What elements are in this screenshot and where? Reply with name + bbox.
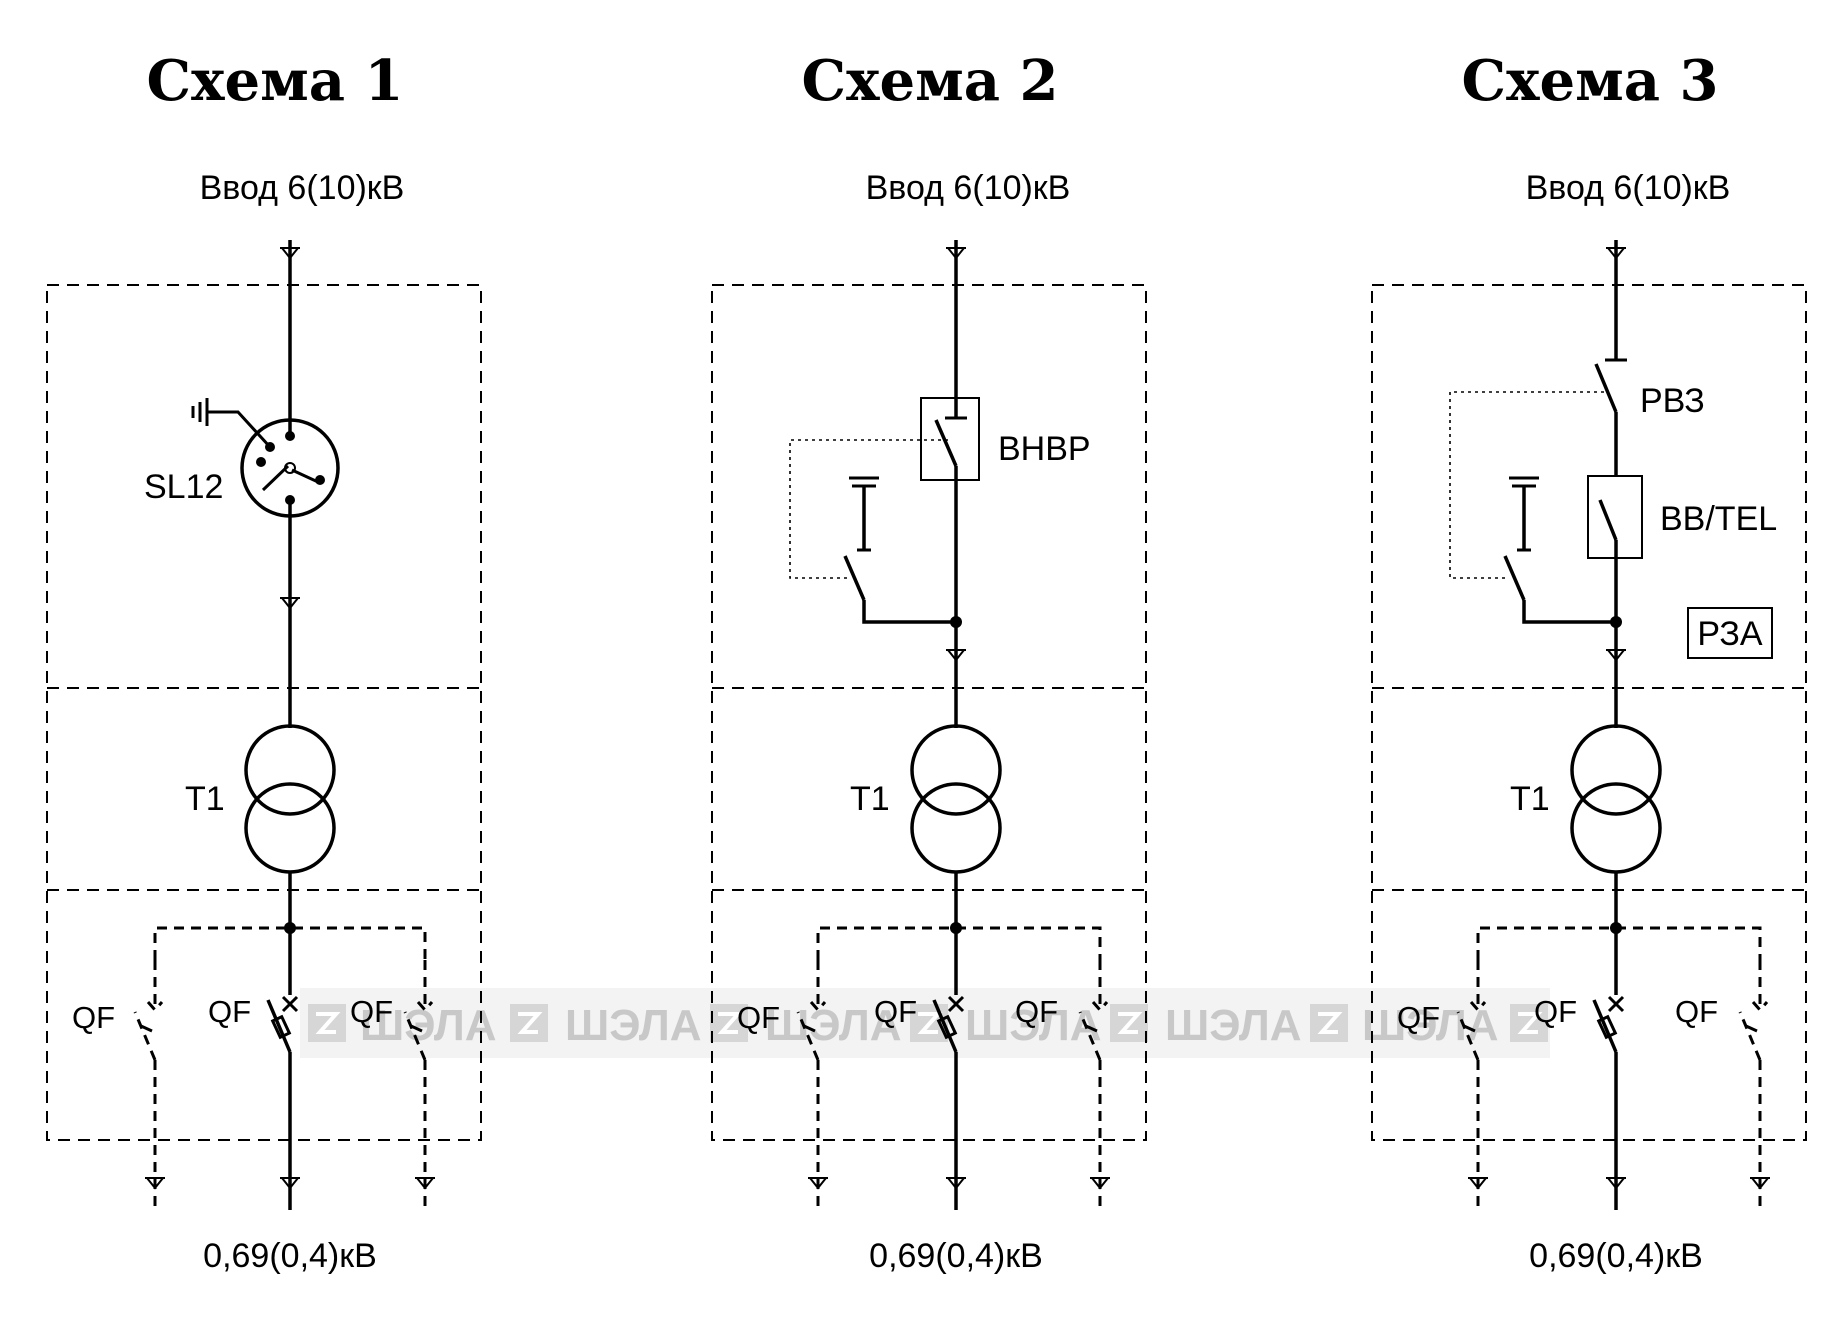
scheme-1-breaker-center-label: QF xyxy=(208,994,251,1029)
scheme-1-breaker-right-label: QF xyxy=(350,994,393,1029)
scheme-1-transformer-label: T1 xyxy=(185,780,225,818)
scheme-1-load-switch xyxy=(191,398,340,518)
scheme-1-input-label: Ввод 6(10)кВ xyxy=(200,169,405,207)
scheme-2-load-switch xyxy=(920,397,980,622)
scheme-3-breaker-left xyxy=(1456,960,1489,1210)
scheme-2-transformer-label: T1 xyxy=(850,780,890,818)
svg-text:ШЭЛА: ШЭЛА xyxy=(565,1001,702,1050)
scheme-2-input-label: Ввод 6(10)кВ xyxy=(866,169,1071,207)
svg-text:ШЭЛА: ШЭЛА xyxy=(1165,1001,1302,1050)
scheme-2-output-label: 0,69(0,4)кВ xyxy=(869,1237,1043,1275)
svg-text:ШЭЛА: ШЭЛА xyxy=(765,1001,902,1050)
scheme-2: ВНВР T1 xyxy=(711,240,1147,1210)
scheme-3-breaker-left-label: QF xyxy=(1397,1000,1440,1035)
svg-text:ШЭЛА: ШЭЛА xyxy=(360,1001,497,1050)
scheme-2-breaker-center xyxy=(932,928,967,1210)
scheme-2-switch-label: ВНВР xyxy=(998,430,1091,468)
scheme-3-input-label: Ввод 6(10)кВ xyxy=(1526,169,1731,207)
scheme-1-cabinet xyxy=(46,284,482,1141)
scheme-1-output-label: 0,69(0,4)кВ xyxy=(203,1237,377,1275)
scheme-3-relay-label: РЗА xyxy=(1697,615,1762,653)
scheme-1: SL12 T1 xyxy=(46,240,482,1210)
scheme-3-title: Схема 3 xyxy=(1462,48,1719,114)
scheme-3-disconnector-label: РВЗ xyxy=(1640,382,1705,420)
scheme-1-breaker-left-label: QF xyxy=(72,1000,115,1035)
scheme-3-breaker-right-label: QF xyxy=(1675,994,1718,1029)
scheme-3: РВЗ ВВ/TEL РЗА T1 xyxy=(1371,240,1807,1210)
scheme-3-transformer xyxy=(1570,724,1662,928)
scheme-1-breaker-right xyxy=(403,960,436,1210)
scheme-2-cabinet xyxy=(711,284,1147,1141)
scheme-3-switch-label: ВВ/TEL xyxy=(1660,500,1777,538)
scheme-2-breaker-center-label: QF xyxy=(874,994,917,1029)
scheme-3-breaker-right xyxy=(1738,960,1771,1210)
scheme-3-vacuum-breaker xyxy=(1587,475,1643,622)
scheme-1-breaker-center xyxy=(266,928,301,1210)
scheme-1-switch-label: SL12 xyxy=(144,468,223,506)
scheme-3-transformer-label: T1 xyxy=(1510,780,1550,818)
scheme-3-output-label: 0,69(0,4)кВ xyxy=(1529,1237,1703,1275)
scheme-3-breaker-center xyxy=(1592,928,1627,1210)
scheme-2-breaker-right-label: QF xyxy=(1015,994,1058,1029)
scheme-2-transformer xyxy=(910,724,1002,928)
scheme-3-disconnector xyxy=(1594,358,1627,476)
scheme-2-breaker-right xyxy=(1078,960,1111,1210)
svg-text:ШЭЛА: ШЭЛА xyxy=(965,1001,1102,1050)
scheme-1-breaker-left xyxy=(133,960,166,1210)
scheme-3-breaker-center-label: QF xyxy=(1534,994,1577,1029)
scheme-2-earth-switch xyxy=(843,476,956,624)
watermark: ШЭЛА ШЭЛА ШЭЛА ШЭЛА ШЭЛА ШЭЛА xyxy=(300,988,1550,1058)
scheme-3-earth-switch xyxy=(1503,476,1616,624)
scheme-3-relay-box xyxy=(1687,607,1773,659)
scheme-3-cabinet xyxy=(1371,284,1807,1141)
scheme-2-breaker-left xyxy=(796,960,829,1210)
scheme-2-title: Схема 2 xyxy=(802,48,1059,114)
scheme-2-breaker-left-label: QF xyxy=(737,1000,780,1035)
scheme-1-transformer xyxy=(244,724,336,928)
scheme-1-title: Схема 1 xyxy=(147,48,404,114)
